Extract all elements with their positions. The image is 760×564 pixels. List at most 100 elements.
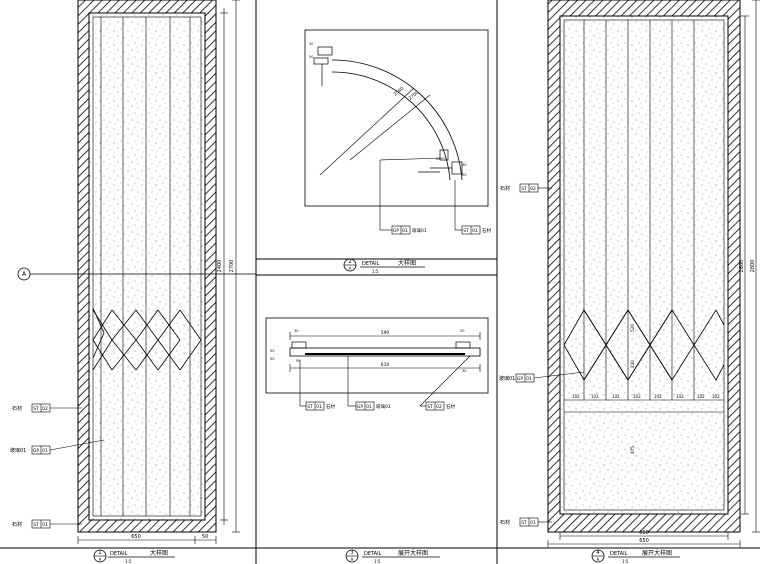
arc-dim-radius-1: 2560 xyxy=(393,86,406,98)
section-small-dim: 30 xyxy=(462,369,466,373)
segment-dim: 102 xyxy=(676,394,684,399)
callout-label: 玻璃01 xyxy=(412,227,427,234)
title-num: 2 xyxy=(348,259,351,265)
callout-label: 石材 xyxy=(500,519,510,526)
right-dim-low: 475 xyxy=(630,446,635,454)
segment-dim: 102 xyxy=(712,394,720,399)
title-cn: 展开大样图 xyxy=(398,549,428,557)
segment-dim: 102 xyxy=(697,394,705,399)
callout-num: 02 xyxy=(42,406,48,412)
right-dim-height-1: 2600 xyxy=(739,260,745,273)
callout-label: 石材 xyxy=(12,405,22,412)
callout-num: 01 xyxy=(402,228,408,234)
callout-num: 02 xyxy=(530,186,536,192)
title-cn: 大样图 xyxy=(150,549,168,557)
right-diamonds xyxy=(563,309,725,381)
arc-small-dim: 30 xyxy=(309,42,313,46)
callout-code: GP xyxy=(517,376,523,382)
arc-title-block: 2 A DETAIL 大样图 1:5 xyxy=(343,258,425,274)
callout-num: 01 xyxy=(42,522,48,528)
title-scale: 1:5 xyxy=(374,559,381,564)
left-glass-panel xyxy=(88,12,206,521)
callout-code: ST xyxy=(463,228,469,234)
callout-num: 01 xyxy=(42,448,48,454)
section-callout-1: ST 01 石材 xyxy=(300,401,335,411)
callout-num: 01 xyxy=(472,228,478,234)
callout-code: ST xyxy=(521,186,527,192)
left-title-block: 1 A DETAIL 大样图 1:5 xyxy=(93,549,175,564)
arc-inner xyxy=(331,71,451,181)
right-callout-2: 玻璃01 GP 01 xyxy=(499,371,585,383)
section-small-dim: 30 xyxy=(460,329,464,333)
left-dim-width-1: 650 xyxy=(131,534,141,540)
right-dim-mid-1: 520 xyxy=(630,324,635,332)
left-callout-1: 石材 ST 02 xyxy=(12,403,82,413)
callout-code: GP xyxy=(357,404,363,410)
callout-code: ST xyxy=(521,520,527,526)
section-dim-bottom: 610 xyxy=(381,362,390,368)
left-panel-lines xyxy=(100,17,191,516)
callout-label: 石材 xyxy=(500,185,510,192)
title-ref: A xyxy=(349,266,352,271)
arc-detail-frame xyxy=(304,29,489,207)
callout-label: 石材 xyxy=(326,403,335,410)
left-dim-height-1: 2400 xyxy=(217,260,223,273)
left-callout-2: 玻璃01 GP 01 xyxy=(10,439,105,455)
title-ref: A xyxy=(99,557,102,562)
callout-num: 01 xyxy=(316,404,322,410)
arc-small-dim: 20 xyxy=(436,157,440,161)
callout-label: 石材 xyxy=(446,403,455,410)
left-dim-width-2: 50 xyxy=(202,534,208,540)
title-scale: 1:5 xyxy=(125,559,132,564)
right-dim-mid-2: 230 xyxy=(630,360,635,368)
title-cn: 大样图 xyxy=(398,259,416,267)
callout-code: ST xyxy=(33,522,39,528)
callout-label: 玻璃01 xyxy=(499,375,515,382)
callout-code: ST xyxy=(427,404,433,410)
right-glass-panel xyxy=(559,15,729,515)
left-elevation: A 2400 2700 650 50 石材 ST 02 xyxy=(10,0,256,564)
section-small-dim: 50 xyxy=(296,359,300,363)
arc-callout-left: GP 01 玻璃01 xyxy=(380,225,427,235)
right-panel-lines xyxy=(564,20,724,413)
right-dim-width-1: 610 xyxy=(639,530,649,536)
title-en: DETAIL xyxy=(110,551,128,557)
right-dim-height-2: 2800 xyxy=(750,260,756,273)
callout-code: GP xyxy=(393,228,399,234)
title-ref: A xyxy=(597,557,600,562)
section-small-dim: 50 xyxy=(270,357,274,361)
segment-dim: 102 xyxy=(654,394,662,399)
left-diamonds xyxy=(92,309,202,371)
segment-dim: 102 xyxy=(572,394,580,399)
callout-code: ST xyxy=(33,406,39,412)
right-callout-3: 石材 ST 01 xyxy=(500,517,552,527)
title-en: DETAIL xyxy=(610,551,628,557)
callout-label: 玻璃01 xyxy=(10,447,26,454)
right-dim-width-2: 650 xyxy=(639,538,649,544)
arc-small-dim: 50 xyxy=(309,55,313,59)
arc-small-dim: 50 xyxy=(462,173,466,177)
left-callout-3: 石材 ST 01 xyxy=(12,519,82,529)
segment-dim: 102 xyxy=(591,394,599,399)
callout-code: ST xyxy=(307,404,313,410)
title-en: DETAIL xyxy=(364,551,382,557)
callout-label: 石材 xyxy=(482,227,491,234)
callout-num: 01 xyxy=(526,376,532,382)
title-num: 3 xyxy=(350,550,353,556)
title-en: DETAIL xyxy=(362,261,380,267)
section-small-dim: 30 xyxy=(294,329,298,333)
section-dim-top: 590 xyxy=(381,330,390,336)
title-ref: A xyxy=(351,557,354,562)
arc-outer xyxy=(331,59,463,181)
callout-num: 01 xyxy=(530,520,536,526)
arc-detail: 2560 2700 30 50 20 30 50 GP 01 玻璃01 xyxy=(304,29,491,274)
callout-label: 石材 xyxy=(12,521,22,528)
section-detail: 590 610 30 30 50 50 30 50 ST 01 石材 GP 01… xyxy=(265,317,489,564)
right-segment-dims: 102 102 102 102 102 102 102 102 xyxy=(572,394,720,399)
arc-callout-right: ST 01 石材 xyxy=(455,225,491,235)
section-title-block: 3 A DETAIL 展开大样图 1:5 xyxy=(345,549,440,564)
section-marker-label: A xyxy=(22,271,27,278)
arc-dim-radius-2: 2700 xyxy=(408,90,421,102)
